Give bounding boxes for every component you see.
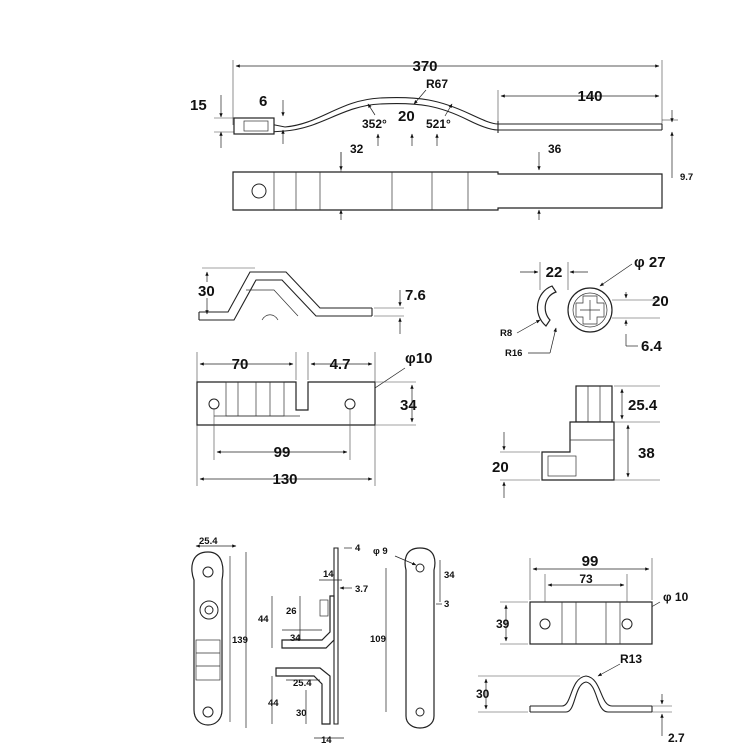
catch-gap-label: 22 xyxy=(546,264,563,281)
bracket-hole-spacing-label: 99 xyxy=(274,444,291,461)
side-h-label: 30 xyxy=(296,708,307,719)
post-total-label: 38 xyxy=(638,445,655,462)
strap-angle-right: 521° xyxy=(426,117,451,131)
strap-mid-label: 20 xyxy=(398,108,415,125)
side-d-label: 44 xyxy=(258,614,269,625)
plate-width-label: 25.4 xyxy=(199,536,218,547)
strap-end-height-label: 15 xyxy=(190,97,207,114)
side-a-label: 14 xyxy=(323,569,334,580)
strap-radius-label: R67 xyxy=(426,77,448,91)
strip-length-label: 109 xyxy=(370,634,386,645)
strap-angle-left: 352° xyxy=(362,117,387,131)
side-i-label: 14 xyxy=(321,735,332,746)
post-top-label: 25.4 xyxy=(628,397,658,414)
strap-thickness-label: 9.7 xyxy=(680,172,693,183)
clip-view: 99 73 φ 10 39 R13 30 2.7 xyxy=(476,553,689,745)
strap-width-b: 36 xyxy=(548,142,562,156)
side-c-label: 26 xyxy=(286,606,297,617)
post-base-label: 20 xyxy=(492,459,509,476)
strip-hole-label: φ 9 xyxy=(373,546,388,557)
clip-rise-label: 30 xyxy=(476,687,490,701)
bracket-side-view: 30 7.6 xyxy=(198,267,426,334)
clip-overall-label: 99 xyxy=(582,553,599,570)
strap-side-view: 370 140 15 6 R67 20 352° 521° xyxy=(190,58,663,148)
strap-width-a: 32 xyxy=(350,142,364,156)
strip-gap-label: 3 xyxy=(444,599,449,610)
strap-tail-label: 140 xyxy=(577,88,602,105)
side-g-label: 44 xyxy=(268,698,279,709)
catch-offset-label: 20 xyxy=(652,293,669,310)
clip-hole-label: φ 10 xyxy=(663,590,689,604)
clip-hole-spacing-label: 73 xyxy=(579,572,593,586)
strap-end-hole xyxy=(251,183,267,199)
bracket-right-width-label: 4.7 xyxy=(330,356,351,373)
bracket-left-width-label: 70 xyxy=(232,356,249,373)
catch-depth-label: 6.4 xyxy=(641,338,663,355)
bracket-thickness-label: 7.6 xyxy=(405,287,426,304)
strap-hook-label: 6 xyxy=(259,93,267,110)
catch-view: 22 φ 27 20 R8 R16 6.4 xyxy=(500,254,669,359)
bracket-front-view: 70 4.7 φ10 34 99 130 xyxy=(196,350,432,488)
strap-length-label: 370 xyxy=(412,58,437,75)
bracket-depth-label: 34 xyxy=(400,397,417,414)
plate-length-label: 139 xyxy=(232,635,248,646)
side-b-label: 3.7 xyxy=(355,584,368,595)
side-top-label: 4 xyxy=(355,543,361,554)
clip-radius-label: R13 xyxy=(620,652,642,666)
bracket-overall-label: 130 xyxy=(272,471,297,488)
strip-top-label: 34 xyxy=(444,570,455,581)
strip-view: φ 9 34 3 109 xyxy=(370,546,455,729)
bracket-height-label: 30 xyxy=(198,283,215,300)
side-e-label: 34 xyxy=(290,633,301,644)
strap-plan-view: 32 36 9.7 xyxy=(232,110,693,220)
clip-height-label: 39 xyxy=(496,617,510,631)
catch-r-large: R16 xyxy=(505,348,522,359)
side-f-label: 25.4 xyxy=(293,678,312,689)
side-profile-view: 4 14 3.7 26 44 34 25.4 44 30 14 xyxy=(258,543,368,746)
post-view: 25.4 38 20 xyxy=(492,385,660,498)
clip-thickness-label: 2.7 xyxy=(668,731,685,745)
plate-view: 25.4 139 xyxy=(191,536,248,728)
catch-r-small: R8 xyxy=(500,328,512,339)
bracket-hole-right xyxy=(344,398,356,410)
catch-dia-label: φ 27 xyxy=(634,254,666,271)
bracket-hole-label: φ10 xyxy=(405,350,432,367)
bracket-hole-left xyxy=(208,398,220,410)
